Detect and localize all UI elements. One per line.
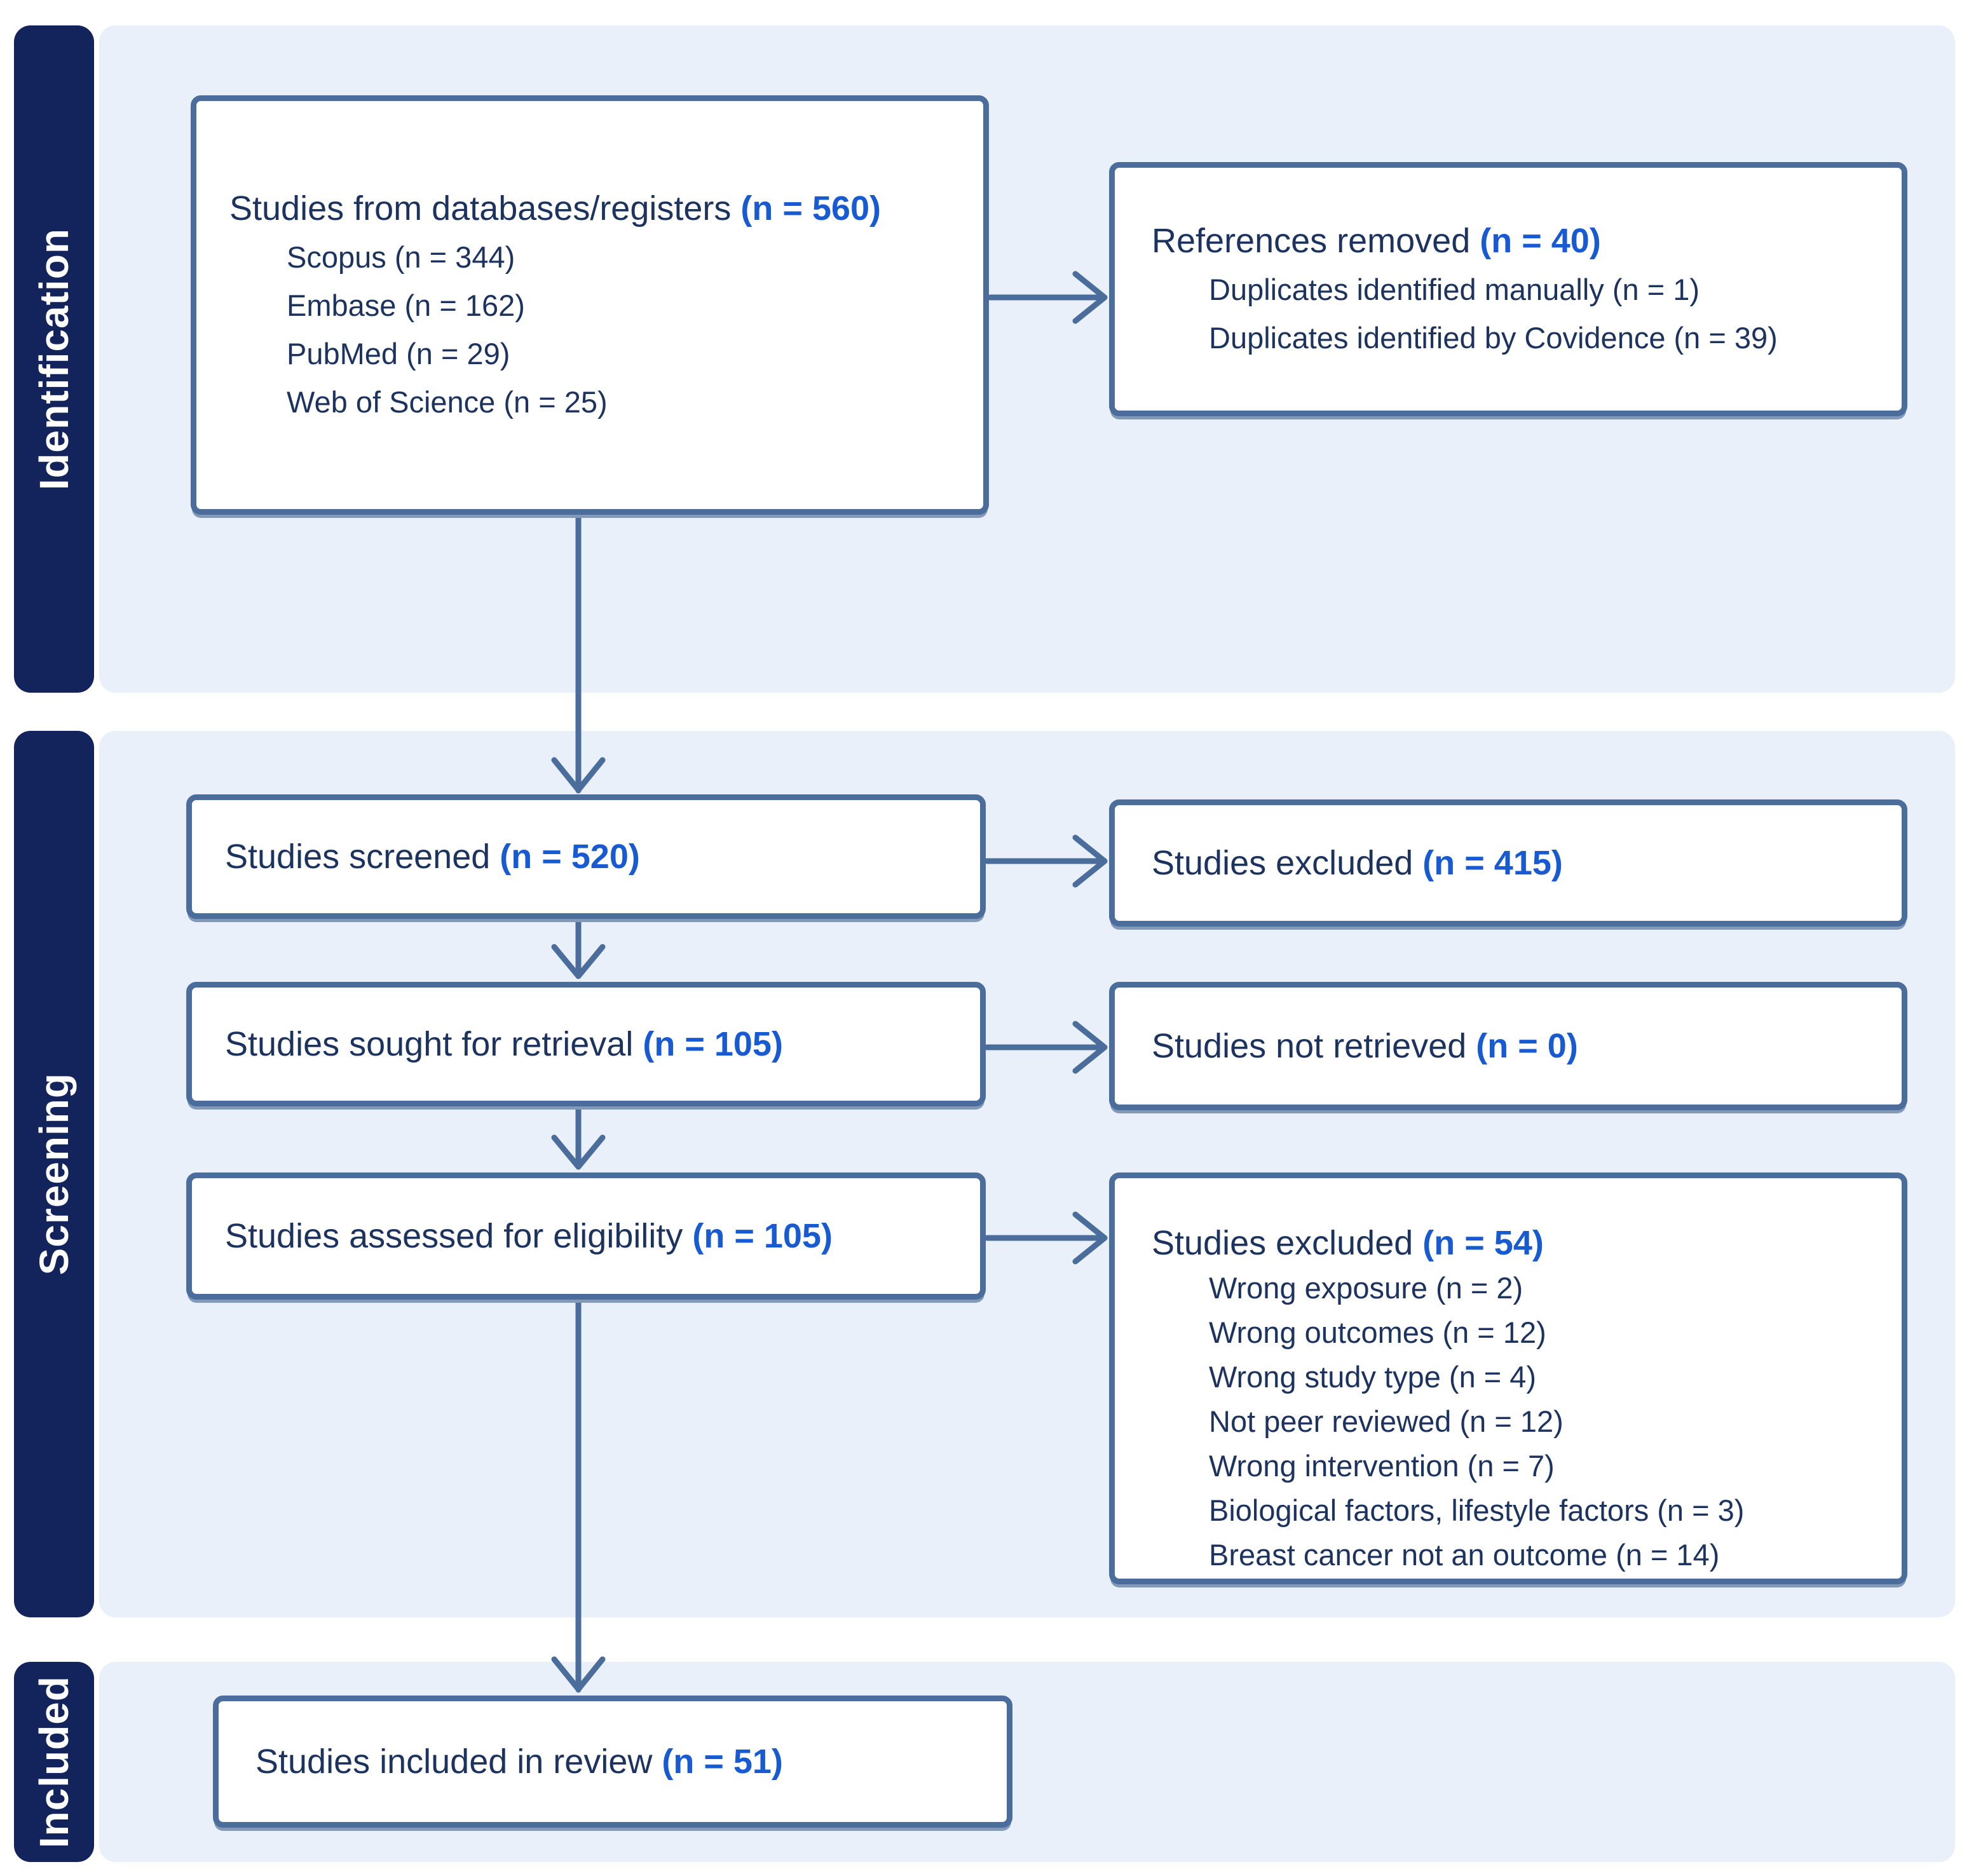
screening-label: Screening: [31, 1073, 77, 1275]
box-title-row: Studies excluded(n = 415): [1152, 838, 1889, 888]
box-studies-included-review: Studies included in review(n = 51): [213, 1696, 1012, 1828]
box-title-row: Studies not retrieved(n = 0): [1152, 1021, 1889, 1071]
box-title: Studies sought for retrieval: [225, 1025, 634, 1063]
database-item: Scopus (n = 344): [287, 240, 515, 274]
database-item: Embase (n = 162): [287, 289, 525, 322]
box-count: (n = 105): [692, 1217, 833, 1255]
box-title-row: Studies screened(n = 520): [225, 832, 967, 881]
box-studies-excluded-eligibility: Studies excluded(n = 54) Wrong exposure …: [1109, 1172, 1907, 1584]
box-title: Studies excluded: [1152, 1224, 1414, 1262]
box-title-row: Studies excluded(n = 54): [1152, 1220, 1889, 1266]
box-title-row: References removed(n = 40): [1152, 216, 1889, 266]
exclusion-reason: Wrong exposure (n = 2): [1209, 1271, 1523, 1305]
box-title: Studies included in review: [255, 1743, 653, 1781]
removed-item: Duplicates identified by Covidence (n = …: [1209, 321, 1778, 355]
exclusion-reason: Breast cancer not an outcome (n = 14): [1209, 1538, 1720, 1572]
box-title: Studies screened: [225, 838, 491, 876]
box-count: (n = 0): [1476, 1027, 1578, 1065]
box-studies-screened: Studies screened(n = 520): [186, 794, 986, 919]
box-studies-not-retrieved: Studies not retrieved(n = 0): [1109, 982, 1907, 1110]
box-count: (n = 51): [662, 1743, 783, 1781]
box-count: (n = 560): [740, 189, 881, 228]
box-studies-excluded-screening: Studies excluded(n = 415): [1109, 799, 1907, 927]
database-item: Web of Science (n = 25): [287, 385, 608, 419]
box-title-row: Studies sought for retrieval(n = 105): [225, 1019, 967, 1069]
box-count: (n = 520): [500, 838, 640, 876]
box-title: Studies excluded: [1152, 844, 1414, 882]
box-title: Studies not retrieved: [1152, 1027, 1467, 1065]
exclusion-reason: Wrong intervention (n = 7): [1209, 1449, 1555, 1483]
box-studies-assessed-eligibility: Studies assessed for eligibility(n = 105…: [186, 1172, 986, 1300]
box-title-row: Studies from databases/registers(n = 560…: [229, 184, 971, 233]
included-label: Included: [31, 1675, 77, 1849]
sidebar-stage-identification: Identification: [14, 25, 94, 693]
box-title-row: Studies assessed for eligibility(n = 105…: [225, 1211, 967, 1261]
identification-label: Identification: [31, 228, 77, 491]
box-studies-from-databases: Studies from databases/registers(n = 560…: [191, 95, 989, 515]
removed-item: Duplicates identified manually (n = 1): [1209, 273, 1700, 306]
exclusion-reason: Wrong outcomes (n = 12): [1209, 1315, 1546, 1349]
database-item: PubMed (n = 29): [287, 337, 510, 370]
box-references-removed: References removed(n = 40) Duplicates id…: [1109, 162, 1907, 416]
exclusion-reason: Wrong study type (n = 4): [1209, 1360, 1537, 1394]
box-title-row: Studies included in review(n = 51): [255, 1737, 994, 1786]
box-studies-sought-retrieval: Studies sought for retrieval(n = 105): [186, 982, 986, 1106]
box-title: Studies from databases/registers: [229, 189, 732, 228]
box-count: (n = 40): [1480, 222, 1601, 260]
exclusion-reason: Not peer reviewed (n = 12): [1209, 1404, 1564, 1438]
sidebar-stage-screening: Screening: [14, 731, 94, 1617]
box-count: (n = 54): [1422, 1224, 1544, 1262]
exclusion-reason: Biological factors, lifestyle factors (n…: [1209, 1493, 1745, 1527]
box-count: (n = 415): [1422, 844, 1563, 882]
box-count: (n = 105): [643, 1025, 783, 1063]
box-title: References removed: [1152, 222, 1471, 260]
box-title: Studies assessed for eligibility: [225, 1217, 683, 1255]
sidebar-stage-included: Included: [14, 1662, 94, 1862]
